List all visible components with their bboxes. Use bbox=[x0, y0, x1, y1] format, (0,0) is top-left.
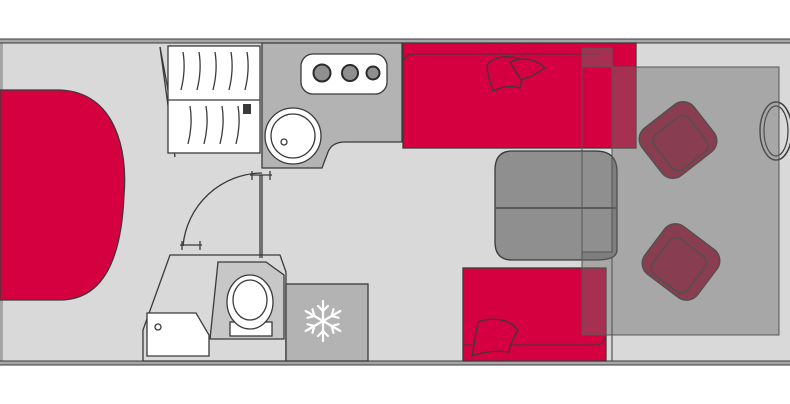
cab-overlay bbox=[581, 47, 780, 336]
burner-1 bbox=[312, 63, 332, 83]
cushion-top-2 bbox=[509, 58, 547, 81]
bedroom bbox=[0, 89, 126, 301]
round-sink-bowl bbox=[270, 113, 316, 159]
wardrobe-hangers-bottom bbox=[187, 104, 251, 145]
sink-drain bbox=[280, 138, 288, 146]
steering-wheel-inner bbox=[763, 105, 789, 157]
cab bbox=[581, 47, 790, 336]
burner-3 bbox=[365, 65, 381, 81]
dinette-table bbox=[494, 150, 618, 261]
dinette bbox=[402, 42, 637, 362]
washroom-door-swing bbox=[182, 172, 263, 247]
washroom bbox=[142, 171, 287, 362]
kitchen bbox=[261, 42, 403, 169]
shower-drain bbox=[154, 323, 162, 331]
door-handle-top bbox=[250, 171, 272, 180]
wardrobe bbox=[159, 45, 261, 158]
toilet-bowl bbox=[232, 279, 268, 321]
bench-top-cushion-edge bbox=[402, 53, 600, 63]
cab-overlay-frame bbox=[581, 66, 780, 336]
door-handle-bottom bbox=[180, 241, 202, 250]
snowflake-icon bbox=[304, 299, 342, 343]
shower-tray bbox=[146, 312, 210, 357]
cushion-bottom bbox=[471, 318, 519, 357]
island-bed bbox=[0, 89, 126, 301]
armchair-passenger bbox=[641, 223, 721, 301]
wardrobe-hangers-top bbox=[180, 51, 249, 91]
armchair-driver bbox=[638, 101, 718, 179]
steering-wheel bbox=[759, 101, 790, 161]
burner-2 bbox=[341, 64, 359, 82]
bench-bottom-cushion-edge bbox=[463, 336, 606, 346]
fridge bbox=[285, 283, 369, 362]
